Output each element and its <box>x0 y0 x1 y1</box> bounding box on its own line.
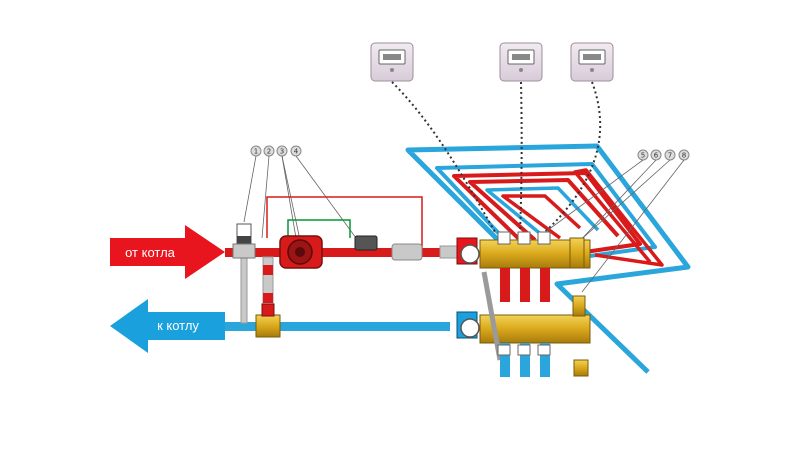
callout-2: 2 <box>263 145 275 157</box>
return-thermometer <box>460 318 480 338</box>
svg-text:3: 3 <box>280 148 284 156</box>
supply-arrow: от котла <box>110 225 225 279</box>
callout-5: 5 <box>637 149 649 161</box>
svg-text:4: 4 <box>294 148 299 156</box>
control-wire-green <box>287 219 351 240</box>
svg-text:8: 8 <box>682 152 686 160</box>
callout-1: 1 <box>250 145 262 157</box>
svg-text:1: 1 <box>254 148 258 156</box>
inline-fitting <box>391 243 423 261</box>
floor-loop-outer <box>405 143 691 374</box>
thermostat-button <box>390 68 394 72</box>
supply-ports <box>497 231 551 302</box>
safety-valve <box>232 223 256 259</box>
supply-thermometer <box>460 244 480 264</box>
signal-wire-2 <box>519 81 523 233</box>
floor-loop-middle-red <box>452 171 642 254</box>
actuator <box>354 235 378 251</box>
floor-loop-inner-red <box>468 178 620 242</box>
return-arrow: к котлу <box>110 299 225 353</box>
floor-loop-inner-blue <box>485 186 600 242</box>
return-arrow-label: к котлу <box>157 318 199 333</box>
circulation-pump <box>279 235 323 269</box>
control-wire-red <box>266 196 423 250</box>
signal-wires <box>391 81 602 233</box>
thermostat-display <box>583 54 601 60</box>
callout-4: 4 <box>290 145 302 157</box>
callout-7: 7 <box>664 149 676 161</box>
thermostat-3 <box>570 42 614 82</box>
svg-text:5: 5 <box>641 152 645 160</box>
floor-loop-middle-blue <box>435 162 657 260</box>
thermostats <box>370 42 614 82</box>
supply-line <box>225 245 461 259</box>
callout-3: 3 <box>276 145 288 157</box>
floor-loop-right <box>573 168 664 267</box>
thermostat-button <box>590 68 594 72</box>
control-wiring <box>266 196 423 250</box>
callouts: 1 2 3 4 5 6 7 8 <box>250 145 690 161</box>
air-vent-return <box>572 295 586 317</box>
floor-loops <box>405 143 691 374</box>
svg-text:6: 6 <box>654 152 659 160</box>
thermostat-display <box>383 54 401 60</box>
drain-valve <box>573 359 589 377</box>
manifold <box>456 231 591 377</box>
thermostat-display <box>512 54 530 60</box>
supply-arrow-label: от котла <box>125 245 176 260</box>
signal-wire-1 <box>391 81 496 233</box>
return-pipe <box>225 322 450 331</box>
svg-text:2: 2 <box>267 148 271 156</box>
callout-8: 8 <box>678 149 690 161</box>
floor-loop-core <box>501 194 582 240</box>
callout-6: 6 <box>650 149 662 161</box>
return-valve <box>255 303 281 338</box>
thermostat-2 <box>499 42 543 82</box>
return-ports <box>497 343 551 377</box>
air-vent-supply <box>569 237 585 269</box>
supply-pipe <box>225 248 457 257</box>
svg-text:7: 7 <box>668 152 672 160</box>
thermostat-1 <box>370 42 414 82</box>
return-line <box>225 322 450 331</box>
thermostat-button <box>519 68 523 72</box>
